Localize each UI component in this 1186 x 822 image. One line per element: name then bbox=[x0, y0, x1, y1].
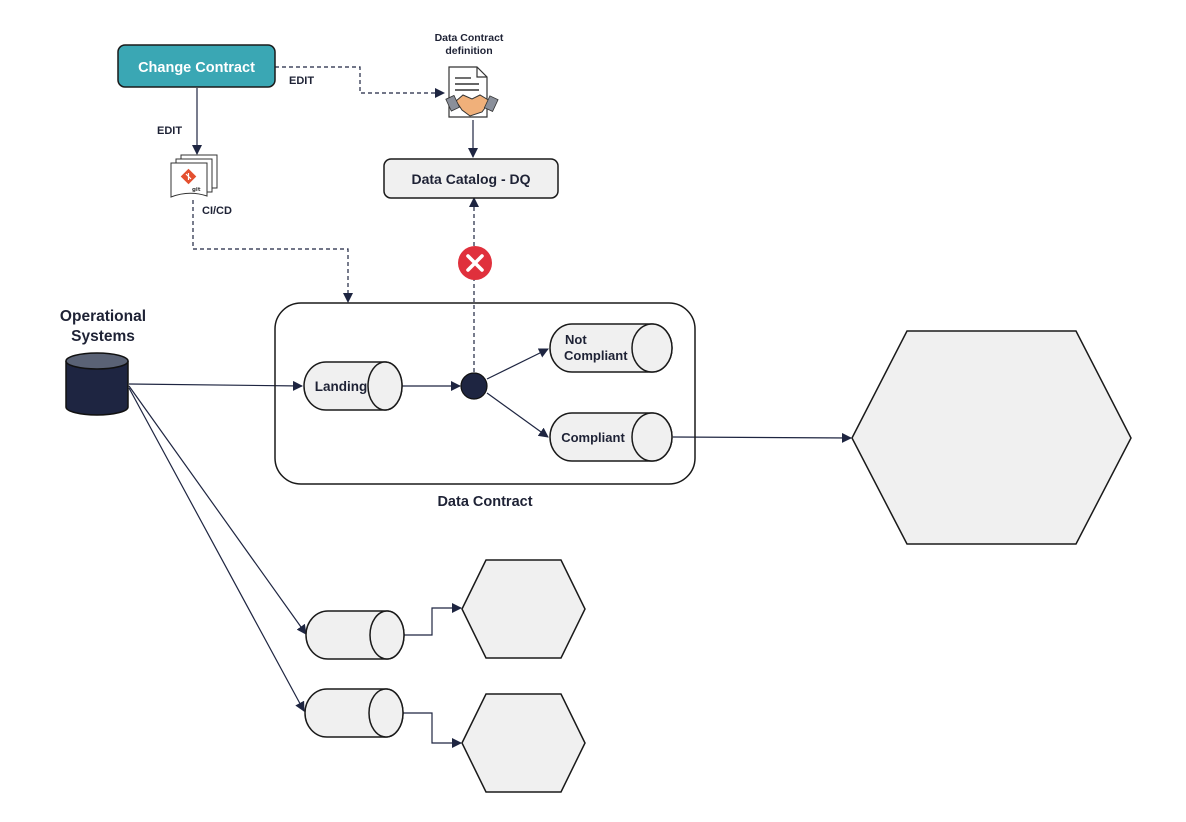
landing-label: Landing bbox=[315, 379, 368, 394]
data-contract-container bbox=[274, 302, 696, 485]
data-contract-label: Data Contract bbox=[437, 494, 532, 510]
cicd-label: CI/CD bbox=[202, 205, 232, 217]
output-hexagon-large bbox=[851, 330, 1132, 545]
junction-to-not-compliant-connector bbox=[486, 348, 549, 380]
db-to-cylinder-2-connector bbox=[128, 385, 307, 635]
definition-label-line1: Data Contract bbox=[435, 32, 504, 44]
not-compliant-cylinder: Not Compliant bbox=[549, 323, 673, 373]
compliant-to-hexagon-connector bbox=[672, 432, 852, 443]
dq-junction-node bbox=[460, 372, 488, 400]
database-icon bbox=[65, 352, 129, 416]
not-compliant-label-line1: Not bbox=[565, 332, 587, 347]
cicd-connector bbox=[192, 200, 353, 303]
cylinder-2-to-hexagon-connector bbox=[404, 603, 462, 636]
compliant-cylinder: Compliant bbox=[549, 412, 673, 462]
git-files-icon: git bbox=[170, 154, 218, 198]
landing-cylinder: Landing bbox=[303, 361, 403, 411]
git-badge-label: git bbox=[192, 187, 201, 193]
data-catalog-label: Data Catalog - DQ bbox=[411, 171, 530, 187]
storage-cylinder-2 bbox=[305, 610, 405, 660]
compliant-label: Compliant bbox=[561, 430, 625, 445]
junction-to-compliant-connector bbox=[486, 392, 549, 438]
operational-systems-line1: Operational bbox=[60, 308, 146, 325]
operational-systems-line2: Systems bbox=[71, 328, 135, 345]
storage-cylinder-3 bbox=[304, 688, 404, 738]
cylinder-3-to-hexagon-connector bbox=[403, 712, 462, 748]
change-contract-box: Change Contract bbox=[117, 44, 276, 88]
output-hexagon-small-1 bbox=[461, 559, 586, 659]
db-to-cylinder-3-connector bbox=[128, 387, 305, 712]
connectors bbox=[128, 66, 852, 748]
data-catalog-box: Data Catalog - DQ bbox=[383, 158, 559, 199]
edit-label-down: EDIT bbox=[157, 125, 182, 137]
db-to-landing-connector bbox=[128, 380, 303, 391]
edit-to-definition-connector bbox=[275, 66, 445, 98]
change-contract-label: Change Contract bbox=[138, 60, 255, 76]
not-compliant-label-line2: Compliant bbox=[564, 348, 628, 363]
edit-label-right: EDIT bbox=[289, 75, 314, 87]
definition-label-line2: definition bbox=[445, 45, 492, 57]
contract-handshake-icon bbox=[445, 66, 499, 118]
error-x-icon bbox=[458, 246, 492, 280]
output-hexagon-small-2 bbox=[461, 693, 586, 793]
